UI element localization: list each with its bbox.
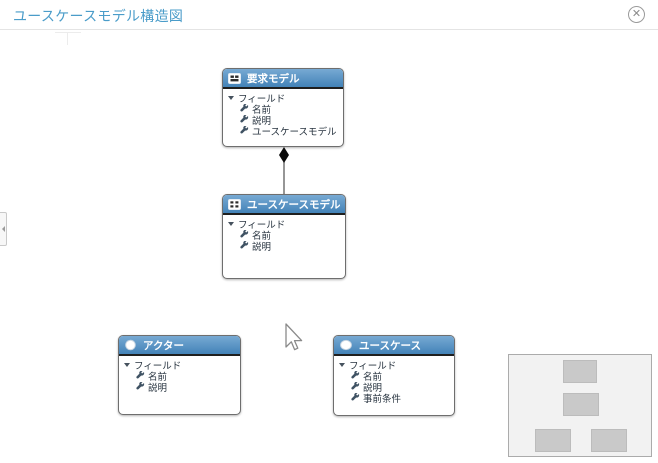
node-usecase[interactable]: ユースケース フィールド 名前 説明 事前条件 (333, 335, 455, 416)
collapse-triangle-icon[interactable] (228, 221, 234, 226)
wrench-icon (240, 126, 249, 135)
node-usecase-model[interactable]: ユースケースモデル フィールド 名前 説明 (222, 194, 346, 279)
wrench-icon (240, 241, 249, 250)
close-icon: ✕ (631, 8, 642, 20)
field-label: 名前 (148, 371, 168, 383)
wrench-icon (351, 382, 360, 391)
field-row[interactable]: 名前 (227, 229, 341, 242)
node-header[interactable]: アクター (119, 336, 240, 356)
wrench-icon (240, 104, 249, 113)
field-group-label: フィールド (238, 93, 286, 105)
wrench-icon (240, 230, 249, 239)
wrench-icon (351, 393, 360, 402)
field-row[interactable]: 説明 (338, 381, 450, 394)
field-group-label: フィールド (238, 219, 286, 231)
node-title: アクター (143, 339, 185, 352)
field-label: 説明 (148, 382, 168, 394)
node-title: ユースケース (359, 339, 421, 352)
collapse-triangle-icon[interactable] (228, 95, 234, 100)
field-row[interactable]: ユースケースモデル (227, 125, 339, 138)
wrench-icon (136, 382, 145, 391)
field-row[interactable]: 説明 (227, 114, 339, 127)
sidebar-expander-handle[interactable] (0, 212, 7, 246)
node-body: フィールド 名前 説明 事前条件 (334, 356, 454, 405)
wrench-icon (240, 115, 249, 124)
node-body: フィールド 名前 説明 (223, 215, 345, 253)
mouse-cursor-icon (285, 323, 303, 351)
field-row[interactable]: 名前 (123, 370, 236, 383)
field-row[interactable]: 事前条件 (338, 392, 450, 405)
field-label: 名前 (252, 230, 272, 242)
field-label: 名前 (252, 104, 272, 116)
field-label: 説明 (363, 382, 383, 394)
field-group-row[interactable]: フィールド (123, 359, 236, 372)
field-group-row[interactable]: フィールド (338, 359, 450, 372)
field-label: 説明 (252, 241, 272, 253)
field-group-label: フィールド (349, 360, 397, 372)
node-header[interactable]: ユースケース (334, 336, 454, 356)
page-title: ユースケースモデル構造図 (13, 8, 184, 24)
canvas-guide-mark (67, 32, 68, 45)
node-body: フィールド 名前 説明 ユースケースモデル (223, 89, 343, 138)
field-group-label: フィールド (134, 360, 182, 372)
model-icon (228, 72, 241, 84)
wrench-icon (136, 371, 145, 380)
field-row[interactable]: 説明 (123, 381, 236, 394)
diagram-icon (228, 198, 241, 210)
field-row[interactable]: 説明 (227, 240, 341, 253)
field-label: ユースケースモデル (252, 126, 337, 138)
title-bar: ユースケースモデル構造図 ✕ (0, 0, 658, 30)
node-header[interactable]: ユースケースモデル (223, 195, 345, 215)
field-label: 説明 (252, 115, 272, 127)
minimap-node-thumbnail (563, 393, 599, 416)
composition-connector[interactable] (277, 146, 291, 196)
composition-diamond-icon (279, 147, 289, 163)
minimap-node-thumbnail (563, 360, 597, 383)
collapse-triangle-icon[interactable] (339, 362, 345, 367)
field-row[interactable]: 名前 (227, 103, 339, 116)
field-group-row[interactable]: フィールド (227, 218, 341, 231)
actor-icon (124, 339, 137, 351)
close-button[interactable]: ✕ (628, 6, 645, 23)
field-group-row[interactable]: フィールド (227, 92, 339, 105)
wrench-icon (351, 371, 360, 380)
minimap-panel[interactable] (508, 354, 652, 457)
node-title: 要求モデル (247, 72, 300, 85)
minimap-node-thumbnail (591, 429, 627, 452)
minimap-node-thumbnail (535, 429, 571, 452)
collapse-triangle-icon[interactable] (124, 362, 130, 367)
field-label: 事前条件 (363, 393, 402, 405)
usecase-icon (339, 339, 353, 351)
node-requirement-model[interactable]: 要求モデル フィールド 名前 説明 ユースケースモデル (222, 68, 344, 147)
node-header[interactable]: 要求モデル (223, 69, 343, 89)
canvas-guide-mark (55, 32, 81, 33)
node-title: ユースケースモデル (247, 198, 340, 211)
field-row[interactable]: 名前 (338, 370, 450, 383)
chevron-left-icon (1, 226, 5, 232)
field-label: 名前 (363, 371, 383, 383)
node-body: フィールド 名前 説明 (119, 356, 240, 394)
node-actor[interactable]: アクター フィールド 名前 説明 (118, 335, 241, 415)
